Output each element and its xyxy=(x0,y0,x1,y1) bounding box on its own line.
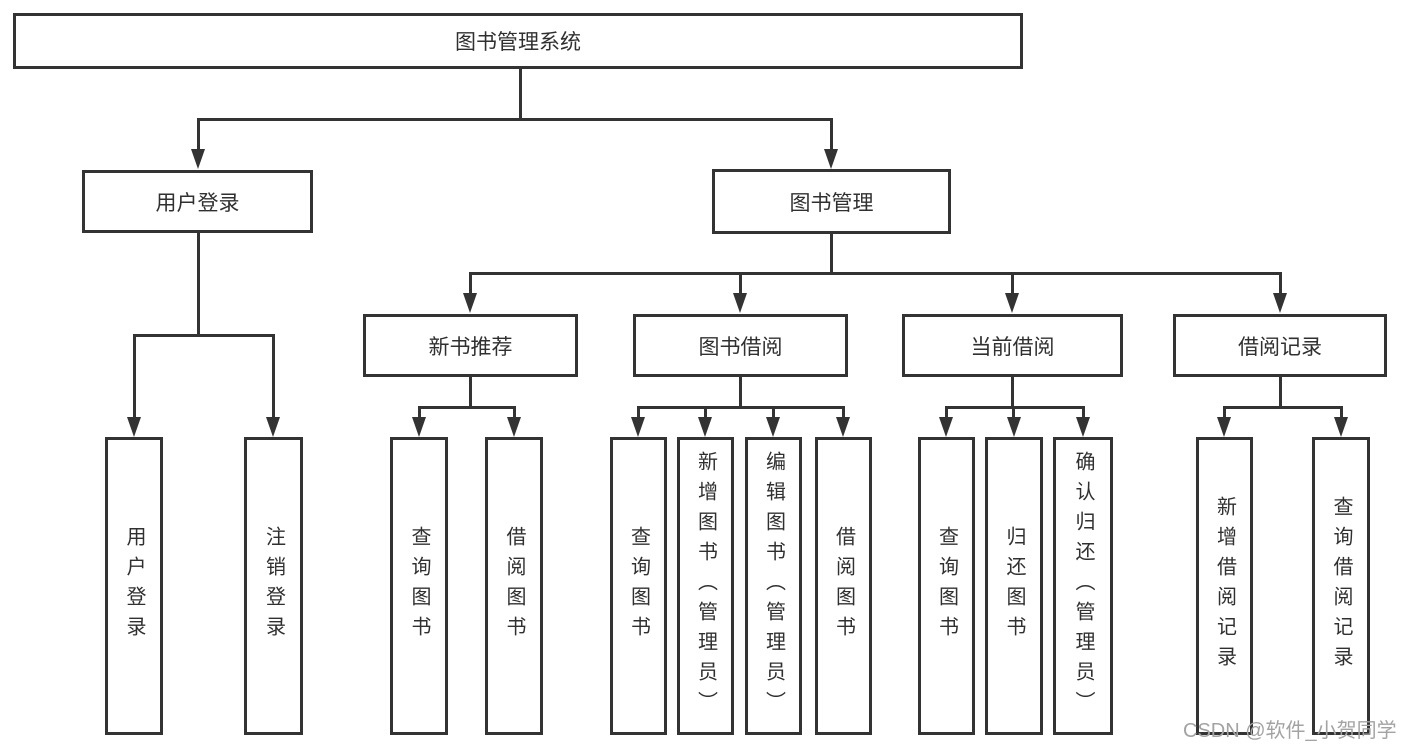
leaf-user-login: 用户登录 xyxy=(105,437,163,735)
arrow-down-icon xyxy=(1273,293,1287,313)
connector-vertical xyxy=(197,118,200,150)
leaf-query-books-borrowing: 查询图书 xyxy=(610,437,667,735)
leaf-add-books-admin: 新增图书（管理员） xyxy=(677,437,734,735)
arrow-down-icon xyxy=(412,417,426,437)
leaf-label: 新增借阅记录 xyxy=(1213,496,1236,676)
arrow-down-icon xyxy=(1005,293,1019,313)
node-book-borrowing: 图书借阅 xyxy=(633,314,848,377)
leaf-borrow-books-recommend: 借阅图书 xyxy=(485,437,543,735)
node-label: 当前借阅 xyxy=(970,335,1055,359)
connector-vertical xyxy=(772,406,775,418)
arrow-down-icon xyxy=(127,417,141,437)
leaf-edit-books-admin: 编辑图书（管理员） xyxy=(745,437,802,735)
leaf-return-books: 归还图书 xyxy=(985,437,1043,735)
connector-vertical xyxy=(945,406,948,418)
arrow-down-icon xyxy=(191,149,205,169)
node-library-management-system: 图书管理系统 xyxy=(13,13,1023,69)
leaf-label: 归还图书 xyxy=(1003,526,1025,646)
connector-vertical xyxy=(739,272,742,294)
leaf-borrow-books: 借阅图书 xyxy=(815,437,872,735)
arrow-down-icon xyxy=(1076,417,1090,437)
leaf-label: 查询借阅记录 xyxy=(1330,496,1352,676)
connector-vertical xyxy=(519,69,522,121)
arrow-down-icon xyxy=(1334,417,1348,437)
connector-vertical xyxy=(133,334,136,418)
arrow-down-icon xyxy=(939,417,953,437)
node-label: 图书借阅 xyxy=(698,335,783,359)
node-book-management: 图书管理 xyxy=(712,169,951,234)
arrow-down-icon xyxy=(1217,417,1231,437)
leaf-query-books-recommend: 查询图书 xyxy=(390,437,448,735)
node-borrowing-records: 借阅记录 xyxy=(1173,314,1387,377)
arrow-down-icon xyxy=(266,417,280,437)
leaf-logout: 注销登录 xyxy=(244,437,303,735)
connector-horizontal xyxy=(418,406,515,409)
leaf-label: 确认归还（管理员） xyxy=(1072,451,1094,721)
connector-vertical xyxy=(830,118,833,150)
watermark: CSDN @软件_小贺同学 xyxy=(1183,720,1397,742)
node-current-borrowing: 当前借阅 xyxy=(902,314,1123,377)
leaf-label: 编辑图书（管理员） xyxy=(762,451,785,721)
connector-vertical xyxy=(197,233,200,337)
connector-horizontal xyxy=(945,406,1085,409)
connector-vertical xyxy=(1223,406,1226,418)
arrow-down-icon xyxy=(631,417,645,437)
connector-vertical xyxy=(1012,406,1015,418)
leaf-label: 注销登录 xyxy=(262,526,285,646)
connector-vertical xyxy=(272,334,275,418)
arrow-down-icon xyxy=(824,149,838,169)
node-label: 图书管理系统 xyxy=(455,31,581,54)
leaf-label: 查询图书 xyxy=(627,526,650,646)
leaf-label: 查询图书 xyxy=(935,526,958,646)
arrow-down-icon xyxy=(463,293,477,313)
leaf-confirm-return-admin: 确认归还（管理员） xyxy=(1053,437,1113,735)
connector-vertical xyxy=(418,406,421,418)
node-label: 借阅记录 xyxy=(1238,335,1322,359)
arrow-down-icon xyxy=(733,293,747,313)
leaf-label: 新增图书（管理员） xyxy=(694,451,717,721)
leaf-label: 借阅图书 xyxy=(832,526,855,646)
node-label: 用户登录 xyxy=(155,191,240,215)
connector-vertical xyxy=(1279,377,1282,409)
connector-vertical xyxy=(704,406,707,418)
connector-vertical xyxy=(469,272,472,294)
connector-vertical xyxy=(513,406,516,418)
node-user-login: 用户登录 xyxy=(82,170,313,233)
node-new-book-recommendation: 新书推荐 xyxy=(363,314,578,377)
arrow-down-icon xyxy=(698,417,712,437)
arrow-down-icon xyxy=(507,417,521,437)
connector-horizontal xyxy=(637,406,845,409)
connector-vertical xyxy=(1340,406,1343,418)
arrow-down-icon xyxy=(1007,417,1021,437)
node-label: 图书管理 xyxy=(789,191,874,215)
leaf-label: 借阅图书 xyxy=(503,526,525,646)
connector-vertical xyxy=(1011,377,1014,409)
connector-vertical xyxy=(469,377,472,409)
connector-horizontal xyxy=(133,334,274,337)
arrow-down-icon xyxy=(766,417,780,437)
connector-vertical xyxy=(1011,272,1014,294)
connector-horizontal xyxy=(1223,406,1343,409)
arrow-down-icon xyxy=(836,417,850,437)
connector-vertical xyxy=(1082,406,1085,418)
connector-vertical xyxy=(1279,272,1282,294)
leaf-add-borrow-record: 新增借阅记录 xyxy=(1196,437,1253,735)
leaf-query-borrow-record: 查询借阅记录 xyxy=(1312,437,1370,735)
connector-vertical xyxy=(637,406,640,418)
node-label: 新书推荐 xyxy=(428,335,513,359)
connector-vertical xyxy=(739,377,742,409)
connector-horizontal xyxy=(469,272,1282,275)
connector-horizontal xyxy=(197,118,832,121)
leaf-query-books-current: 查询图书 xyxy=(918,437,975,735)
connector-vertical xyxy=(830,234,833,275)
leaf-label: 查询图书 xyxy=(408,526,430,646)
leaf-label: 用户登录 xyxy=(123,526,145,646)
connector-vertical xyxy=(842,406,845,418)
